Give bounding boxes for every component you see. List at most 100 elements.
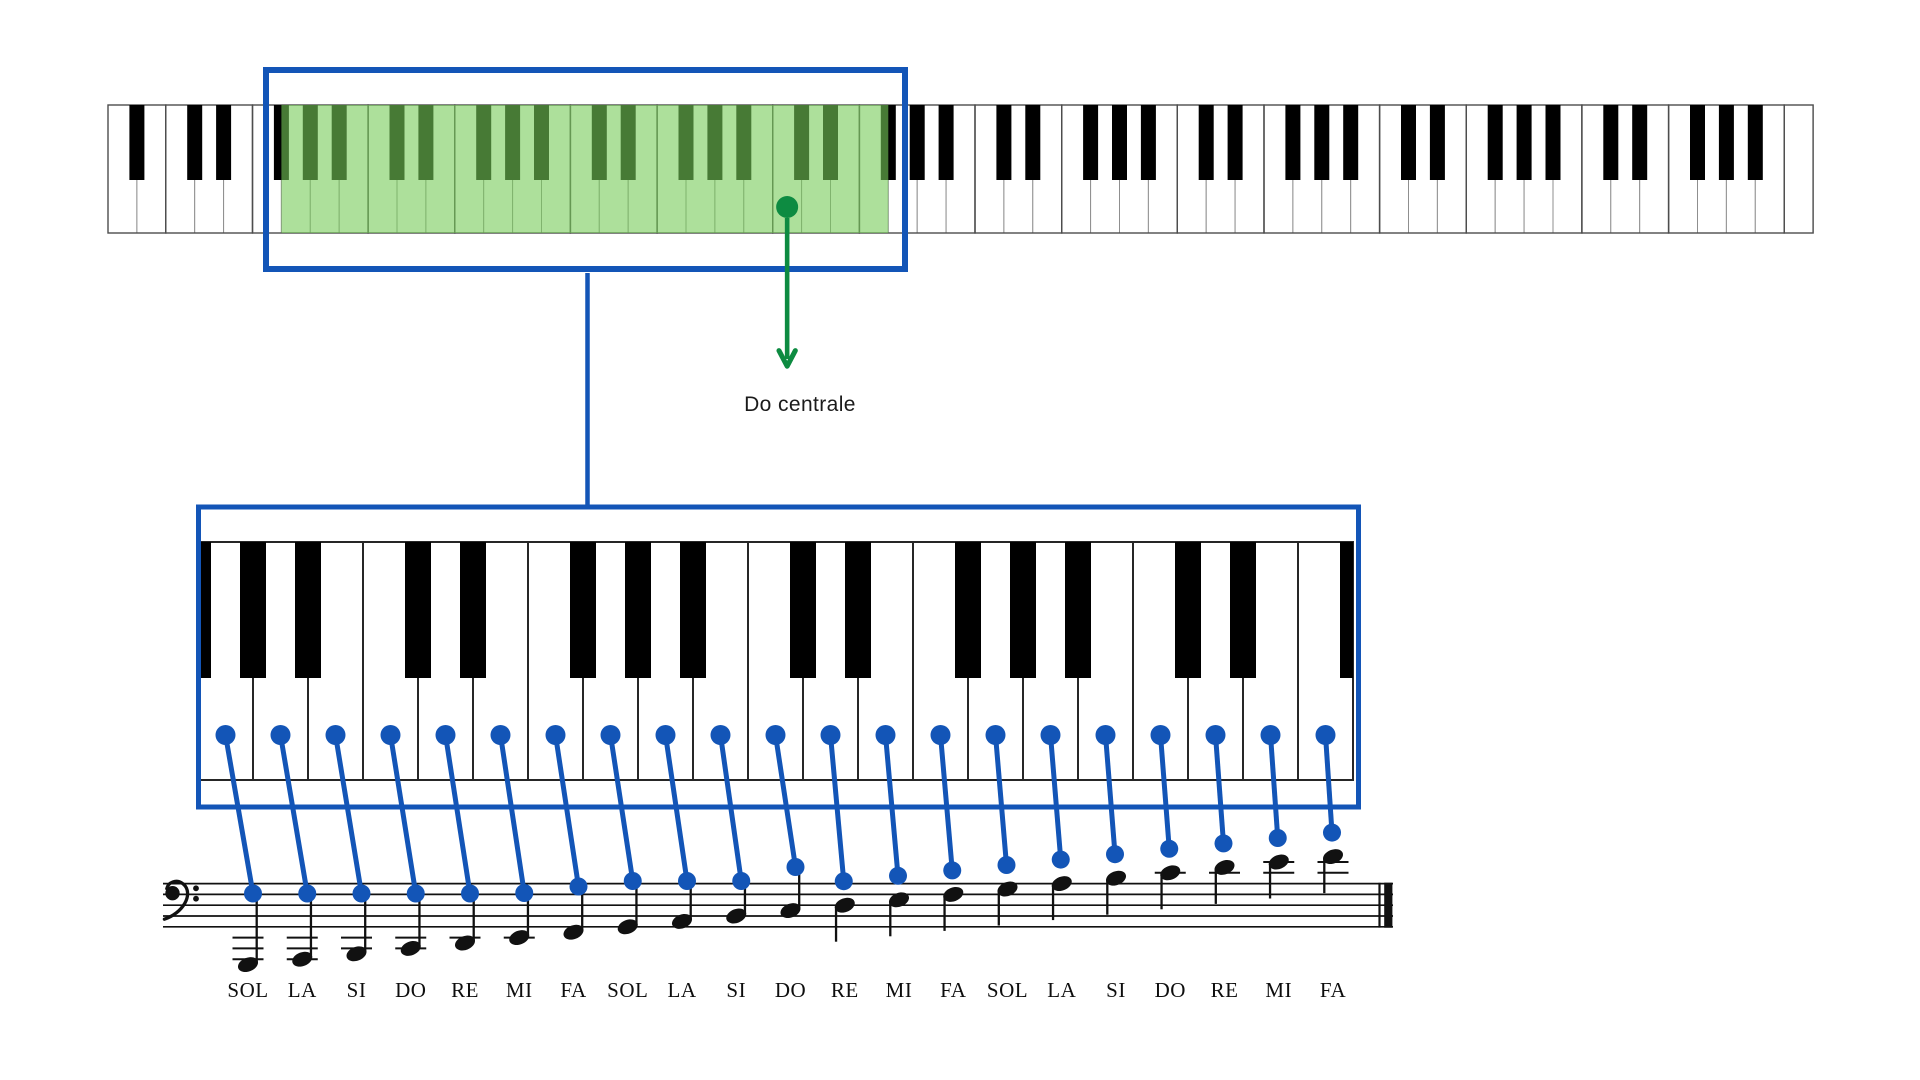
note-head <box>943 886 964 902</box>
black-key <box>570 542 596 678</box>
note-head <box>292 951 313 967</box>
zoom-frames <box>196 67 1361 810</box>
key-to-note-line <box>333 734 364 894</box>
key-marker-dot <box>710 725 731 745</box>
black-key <box>460 542 486 678</box>
black-key-partial-left <box>198 542 211 678</box>
black-key <box>955 542 981 678</box>
black-key <box>1401 105 1416 180</box>
key-marker-dot <box>380 725 401 745</box>
key-marker-dot <box>765 725 786 745</box>
highlight-overlay <box>281 105 889 233</box>
black-key <box>1112 105 1127 180</box>
zoom-box-upper <box>263 67 908 272</box>
note-label: FA <box>560 978 587 1002</box>
zoom-box-lower <box>196 504 1361 810</box>
black-key <box>1718 105 1734 180</box>
black-key <box>1285 105 1301 180</box>
note-marker-dot <box>1051 850 1070 869</box>
note-marker-dot <box>298 884 317 903</box>
note-label: DO <box>775 978 806 1002</box>
note-marker-dot <box>732 872 751 890</box>
black-key <box>129 105 145 180</box>
black-key <box>1065 542 1091 678</box>
note-label: LA <box>668 978 697 1002</box>
key-marker-dot <box>1095 725 1116 745</box>
black-key <box>1747 105 1763 180</box>
key-to-note-line <box>553 734 581 887</box>
key-marker-dot <box>930 725 951 745</box>
note-head <box>1051 876 1072 892</box>
note-marker-dot <box>1323 823 1341 842</box>
note-label: SOL <box>607 978 648 1002</box>
black-key <box>1487 105 1503 180</box>
black-key <box>625 542 651 678</box>
note-head <box>346 946 367 962</box>
note-label: MI <box>506 978 533 1002</box>
black-key <box>1516 105 1532 180</box>
note-marker-dot <box>786 858 805 876</box>
note-head <box>563 924 584 940</box>
key-marker-dot <box>1315 725 1336 745</box>
note-head <box>509 930 530 946</box>
key-marker-dot <box>435 725 456 745</box>
key-to-note-line <box>278 734 310 894</box>
note-head <box>834 897 855 913</box>
black-key <box>1314 105 1330 180</box>
bass-clef-icon <box>162 879 199 921</box>
note-marker-dot <box>623 872 642 890</box>
black-key <box>845 542 871 678</box>
note-label: RE <box>831 978 859 1002</box>
black-key <box>996 105 1012 180</box>
note-label: SOL <box>227 978 268 1002</box>
black-key <box>1025 105 1041 180</box>
note-marker-dot <box>1214 834 1233 853</box>
note-label: MI <box>886 978 913 1002</box>
key-to-note-line <box>223 734 256 894</box>
note-label: MI <box>1265 978 1292 1002</box>
bass-staff <box>162 879 1393 928</box>
octave-section-border <box>1783 104 1814 234</box>
middle-c-arrowhead <box>776 348 798 369</box>
key-to-note-line <box>1103 734 1118 855</box>
bass-clef-ball <box>165 886 180 901</box>
key-marker-dot <box>1150 725 1171 745</box>
key-to-note-line <box>1323 734 1335 833</box>
key-marker-dot <box>1260 725 1281 745</box>
note-marker-dot <box>1268 829 1287 847</box>
key-marker-dot <box>600 725 621 745</box>
note-label: DO <box>395 978 426 1002</box>
black-key <box>1198 105 1214 180</box>
note-head <box>780 903 801 919</box>
note-head <box>997 881 1018 897</box>
note-head <box>1214 859 1235 875</box>
note-label: FA <box>940 978 967 1002</box>
note-marker-dot <box>1160 839 1179 858</box>
key-to-note-line <box>773 734 798 868</box>
key-marker-dot <box>655 725 676 745</box>
bass-clef-curl <box>162 879 190 921</box>
black-key <box>1632 105 1648 180</box>
key-marker-dot <box>545 725 566 745</box>
black-key <box>1227 105 1243 180</box>
key-to-note-line <box>1048 734 1064 860</box>
note-head <box>671 913 693 929</box>
note-marker-dot <box>352 884 371 903</box>
middle-c-marker <box>776 196 799 369</box>
note-label: RE <box>451 978 479 1002</box>
black-key <box>938 105 954 180</box>
black-key <box>1175 542 1201 678</box>
key-marker-dot <box>875 725 896 745</box>
middle-c-annotation: Do centrale <box>744 393 856 416</box>
black-key <box>1083 105 1099 180</box>
note-label: LA <box>1047 978 1076 1002</box>
black-key <box>1010 542 1036 678</box>
key-to-note-line <box>938 734 955 871</box>
bass-clef-dot <box>193 895 199 902</box>
key-marker-dot <box>215 725 236 745</box>
black-key <box>1343 105 1359 180</box>
white-key <box>1783 104 1814 234</box>
black-key-partial-right <box>1340 542 1353 678</box>
